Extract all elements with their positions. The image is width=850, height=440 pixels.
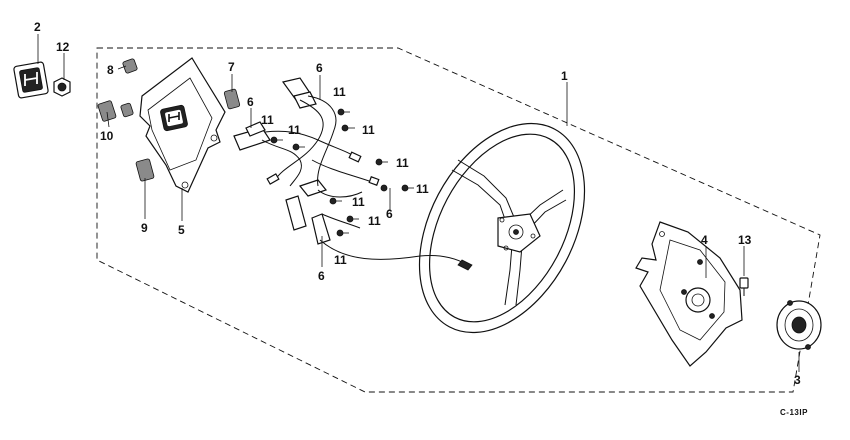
part-label-11e: 11 — [396, 156, 409, 170]
part-label-11b: 11 — [362, 123, 375, 137]
horn-button-7 — [223, 88, 241, 110]
steering-wheel — [418, 122, 586, 334]
part-label-11f: 11 — [416, 182, 429, 196]
part-label-11g: 11 — [352, 195, 365, 209]
steering-cover-pad — [139, 57, 226, 193]
part-label-12: 12 — [56, 40, 70, 54]
part-label-3: 3 — [794, 373, 801, 387]
part-label-6b: 6 — [247, 95, 254, 109]
cancel-ring — [776, 300, 822, 350]
part-label-4: 4 — [701, 233, 708, 247]
horn-wiring-harness — [233, 77, 473, 271]
part-label-10: 10 — [100, 129, 114, 143]
horn-button-10 — [97, 100, 134, 122]
part-label-11c: 11 — [261, 113, 274, 127]
part-label-6a: 6 — [316, 61, 323, 75]
part-label-11d: 11 — [288, 123, 301, 137]
part-labels: 1 2 3 4 5 6 6 6 6 7 8 9 10 11 11 11 11 1… — [34, 20, 801, 387]
horn-emblem — [13, 61, 49, 99]
part-label-11i: 11 — [334, 253, 347, 267]
screws — [270, 108, 414, 237]
part-label-5: 5 — [178, 223, 185, 237]
steering-back-cover — [635, 221, 743, 367]
part-label-11a: 11 — [333, 85, 346, 99]
part-label-13: 13 — [738, 233, 752, 247]
part-label-7: 7 — [228, 60, 235, 74]
horn-button-8 — [122, 58, 138, 74]
leader-lines — [37, 34, 800, 372]
emblem-logo — [160, 104, 188, 132]
diagram-code: C-13IP — [780, 408, 808, 417]
part-label-6c: 6 — [386, 207, 393, 221]
part-label-9: 9 — [141, 221, 148, 235]
part-label-8: 8 — [107, 63, 114, 77]
part-label-1: 1 — [561, 69, 568, 83]
assembly-boundary — [96, 47, 821, 393]
part-label-2: 2 — [34, 20, 41, 34]
part-label-11h: 11 — [368, 214, 381, 228]
horn-button-9 — [135, 158, 155, 182]
nut — [53, 77, 71, 97]
part-label-6d: 6 — [318, 269, 325, 283]
bolt — [739, 277, 749, 296]
